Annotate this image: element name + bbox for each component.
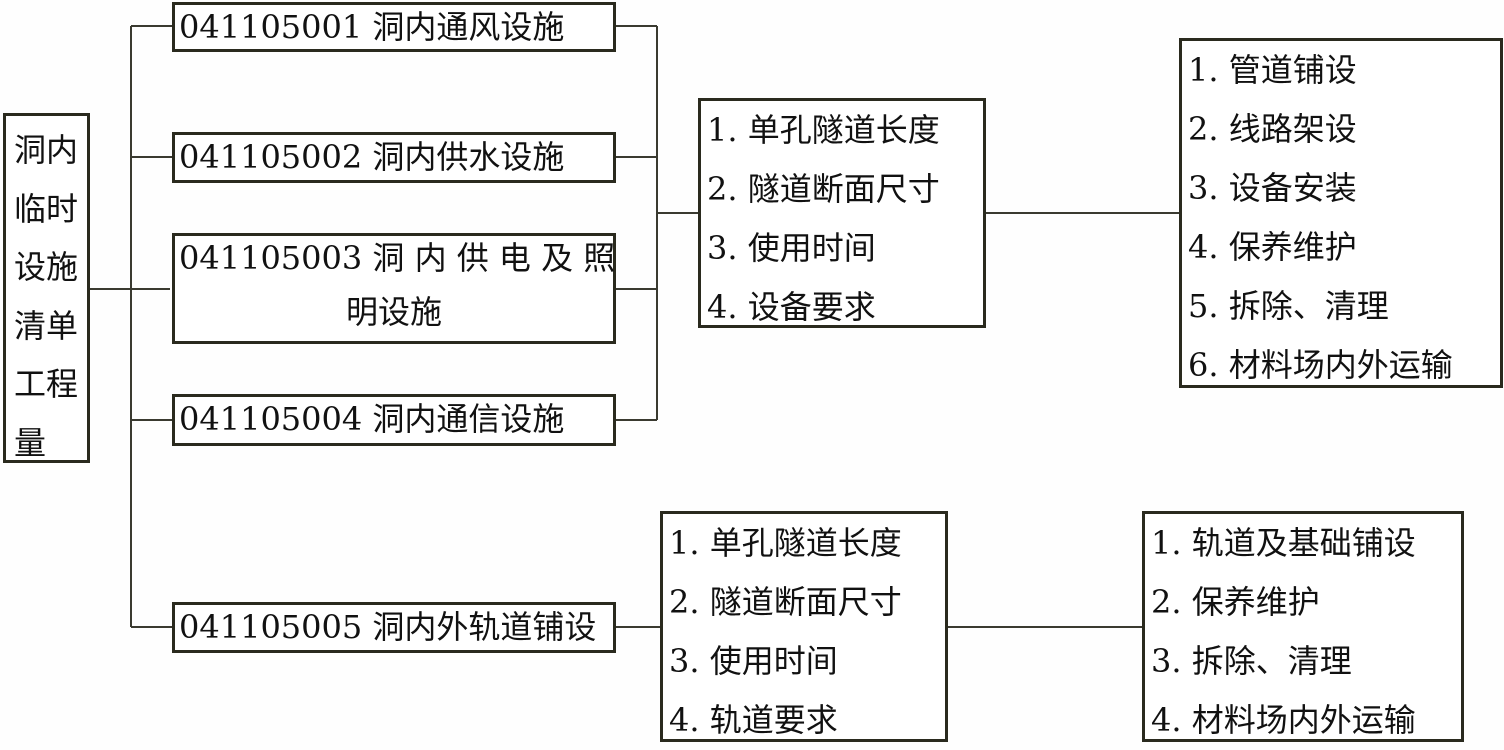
item-3-text-line1: 041105003 洞 内 供 电 及 照 [175, 236, 616, 280]
item-5-text: 041105005 洞内外轨道铺设 [175, 605, 613, 649]
item-4-text: 041105004 洞内通信设施 [175, 397, 613, 441]
work-1-item-1: 1. 管道铺设 [1188, 51, 1357, 89]
item-box-1: 041105001 洞内通风设施 [172, 2, 616, 52]
work-1-item-6: 6. 材料场内外运输 [1188, 346, 1453, 384]
work-1-item-4: 4. 保养维护 [1188, 228, 1357, 266]
work-box-1: 1. 管道铺设 2. 线路架设 3. 设备安装 4. 保养维护 5. 拆除、清理… [1179, 38, 1503, 388]
item-box-2: 041105002 洞内供水设施 [172, 132, 616, 183]
work-1-item-5: 5. 拆除、清理 [1188, 287, 1389, 325]
work-1-item-3: 3. 设备安装 [1188, 169, 1357, 207]
item-4-name: 洞内通信设施 [372, 400, 565, 438]
item-1-text: 041105001 洞内通风设施 [175, 5, 613, 49]
item-5-name: 洞内外轨道铺设 [372, 608, 597, 646]
work-1-item-2: 2. 线路架设 [1188, 110, 1357, 148]
work-2-item-1: 1. 轨道及基础铺设 [1151, 524, 1416, 562]
features-2-item-4: 4. 轨道要求 [669, 701, 838, 739]
root-label: 洞内临时设施清单工程量 [14, 131, 79, 462]
item-2-text: 041105002 洞内供水设施 [175, 135, 613, 179]
features-2-item-1: 1. 单孔隧道长度 [669, 524, 902, 562]
work-2-item-2: 2. 保养维护 [1151, 583, 1320, 621]
item-2-code: 041105002 [179, 138, 363, 176]
item-4-code: 041105004 [179, 400, 363, 438]
item-3-text-line2: 明设施 [175, 290, 613, 334]
item-1-code: 041105001 [179, 8, 363, 46]
item-2-name: 洞内供水设施 [372, 138, 565, 176]
features-box-1: 1. 单孔隧道长度 2. 隧道断面尺寸 3. 使用时间 4. 设备要求 [698, 98, 986, 328]
work-2-item-4: 4. 材料场内外运输 [1151, 701, 1416, 739]
item-1-name: 洞内通风设施 [372, 8, 565, 46]
root-box: 洞内临时设施清单工程量 [3, 113, 90, 463]
item-box-4: 041105004 洞内通信设施 [172, 394, 616, 446]
item-3-name-line2: 明设施 [345, 293, 442, 331]
features-2-item-3: 3. 使用时间 [669, 642, 838, 680]
work-box-2: 1. 轨道及基础铺设 2. 保养维护 3. 拆除、清理 4. 材料场内外运输 [1142, 511, 1464, 742]
work-2-item-3: 3. 拆除、清理 [1151, 642, 1352, 680]
item-3-name-line1: 洞 内 供 电 及 照 [372, 239, 616, 277]
features-1-item-3: 3. 使用时间 [707, 229, 876, 267]
item-box-3: 041105003 洞 内 供 电 及 照 明设施 [172, 233, 616, 344]
features-1-item-4: 4. 设备要求 [707, 288, 876, 326]
features-1-item-2: 2. 隧道断面尺寸 [707, 170, 940, 208]
item-box-5: 041105005 洞内外轨道铺设 [172, 602, 616, 653]
features-box-2: 1. 单孔隧道长度 2. 隧道断面尺寸 3. 使用时间 4. 轨道要求 [660, 511, 948, 742]
item-5-code: 041105005 [179, 608, 363, 646]
features-1-item-1: 1. 单孔隧道长度 [707, 111, 940, 149]
features-2-item-2: 2. 隧道断面尺寸 [669, 583, 902, 621]
item-3-code: 041105003 [179, 239, 363, 277]
